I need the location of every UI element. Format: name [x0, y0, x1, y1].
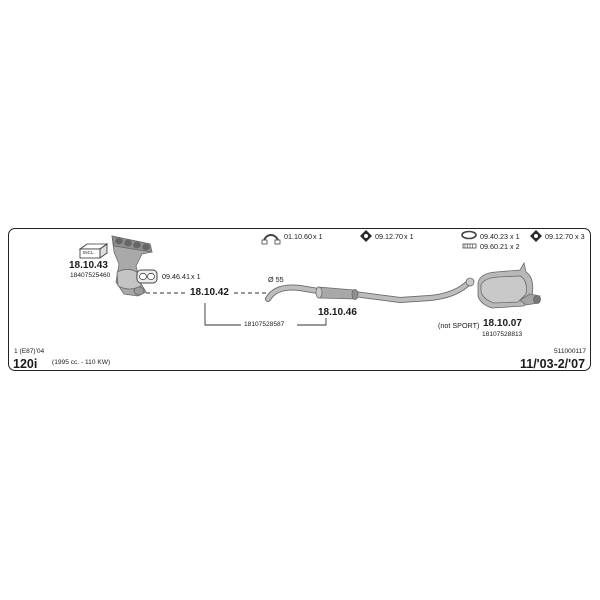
ring-gasket-icon — [461, 230, 477, 240]
date-range: 11/'03-2/'07 — [520, 357, 586, 371]
nut-icon — [530, 230, 542, 242]
gasket-qty: x 1 — [191, 272, 201, 281]
spring-icon — [462, 243, 477, 249]
center-pipe-part — [265, 277, 475, 304]
front-pipe-oe-number: 18107528587 — [244, 321, 285, 328]
clamp-icon — [261, 234, 281, 245]
hardware-code: 01.10.60 — [284, 232, 312, 241]
hardware-qty: x 1 — [510, 232, 520, 241]
engine-spec: (1995 cc. - 110 KW) — [52, 359, 111, 366]
hardware-code: 09.12.70 — [545, 232, 573, 241]
center-pipe-part-code: 18.10.46 — [318, 307, 357, 318]
rear-muffler-note: (not SPORT) — [438, 321, 480, 330]
manifold-part-code: 18.10.43 — [69, 260, 108, 271]
incl-label: INCL. — [83, 250, 95, 255]
hardware-code: 09.12.70 — [375, 232, 403, 241]
rear-muffler-oe-number: 18107528813 — [482, 331, 523, 338]
pipe-diameter-label: Ø 55 — [268, 275, 284, 284]
gasket-code: 09.46.41 — [162, 272, 190, 281]
hardware-qty: x 3 — [575, 232, 585, 241]
front-pipe-part-code: 18.10.42 — [190, 287, 229, 298]
diagram-frame — [8, 228, 591, 371]
hardware-qty: x 1 — [404, 232, 414, 241]
nut-icon — [360, 230, 372, 242]
rear-muffler-part — [477, 261, 541, 309]
manifold-oe-number: 18407525460 — [70, 272, 111, 279]
reference-number: 511000117 — [554, 348, 587, 355]
series-label: 1 (E87)'04 — [14, 348, 45, 355]
gasket-icon — [136, 269, 158, 284]
hardware-code: 09.60.21 — [480, 242, 508, 251]
hardware-code: 09.40.23 — [480, 232, 508, 241]
exhaust-manifold-part — [111, 235, 153, 297]
incl-box-icon — [78, 243, 109, 259]
rear-muffler-part-code: 18.10.07 — [483, 318, 522, 329]
model-name: 120i — [13, 357, 38, 371]
hardware-qty: x 1 — [313, 232, 323, 241]
hardware-qty: x 2 — [510, 242, 520, 251]
